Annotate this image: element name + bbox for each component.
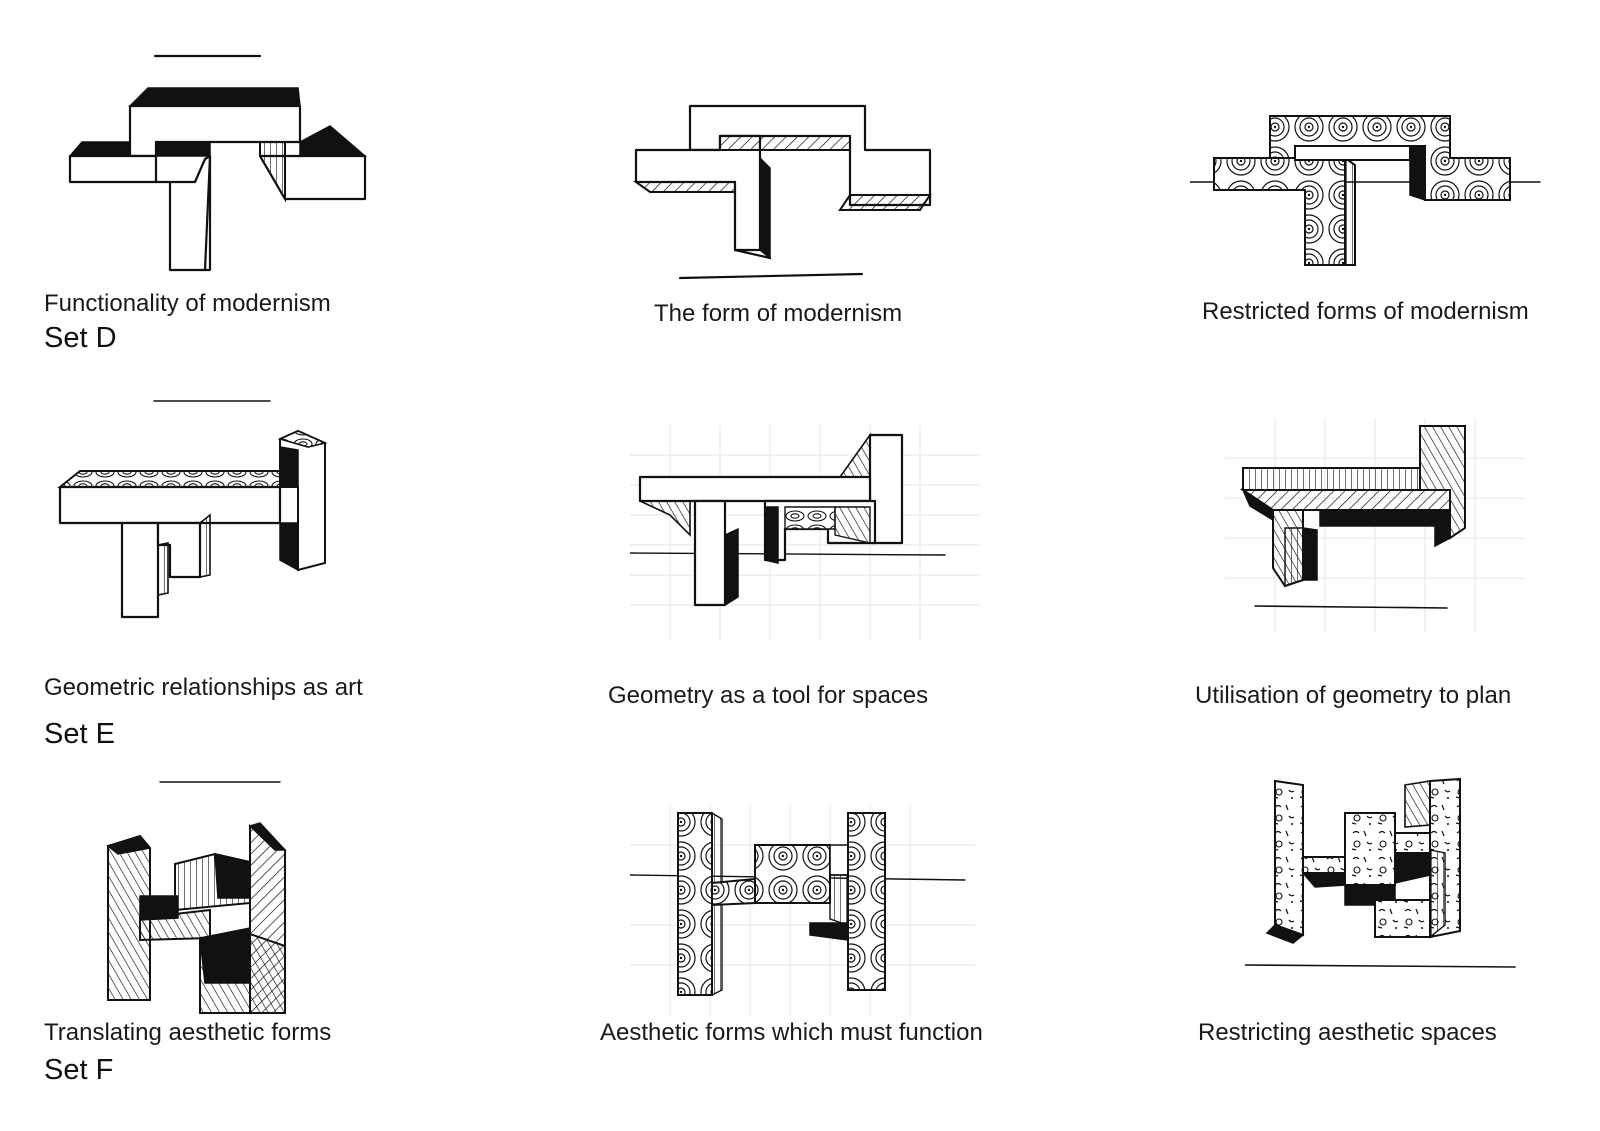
sketch-the-form-of-modernism xyxy=(630,100,950,290)
set-label-e: Set E xyxy=(44,718,115,750)
sketch-translating-aesthetic-forms xyxy=(100,778,300,1018)
caption-f2: Aesthetic forms which must function xyxy=(600,1019,983,1046)
sketch-functionality-of-modernism xyxy=(60,44,380,284)
sketch-geometry-as-a-tool-for-spaces xyxy=(630,425,980,640)
sketch-restricting-aesthetic-spaces xyxy=(1245,775,1535,1005)
caption-e1: Geometric relationships as art xyxy=(44,674,363,701)
sketch-aesthetic-forms-which-must-function xyxy=(630,805,975,1015)
caption-e3: Utilisation of geometry to plan xyxy=(1195,682,1512,709)
caption-d3: Restricted forms of modernism xyxy=(1202,298,1529,325)
caption-d2: The form of modernism xyxy=(654,300,903,327)
set-label-f: Set F xyxy=(44,1054,114,1086)
caption-d1: Functionality of modernism xyxy=(44,290,331,317)
sketch-geometric-relationships-as-art xyxy=(50,395,350,635)
caption-f3: Restricting aesthetic spaces xyxy=(1198,1019,1497,1046)
caption-f1: Translating aesthetic forms xyxy=(44,1019,332,1046)
sketch-utilisation-of-geometry-to-plan xyxy=(1225,418,1525,633)
sketch-restricted-forms-of-modernism xyxy=(1190,110,1550,270)
caption-e2: Geometry as a tool for spaces xyxy=(608,682,929,709)
set-label-d: Set D xyxy=(44,322,117,354)
